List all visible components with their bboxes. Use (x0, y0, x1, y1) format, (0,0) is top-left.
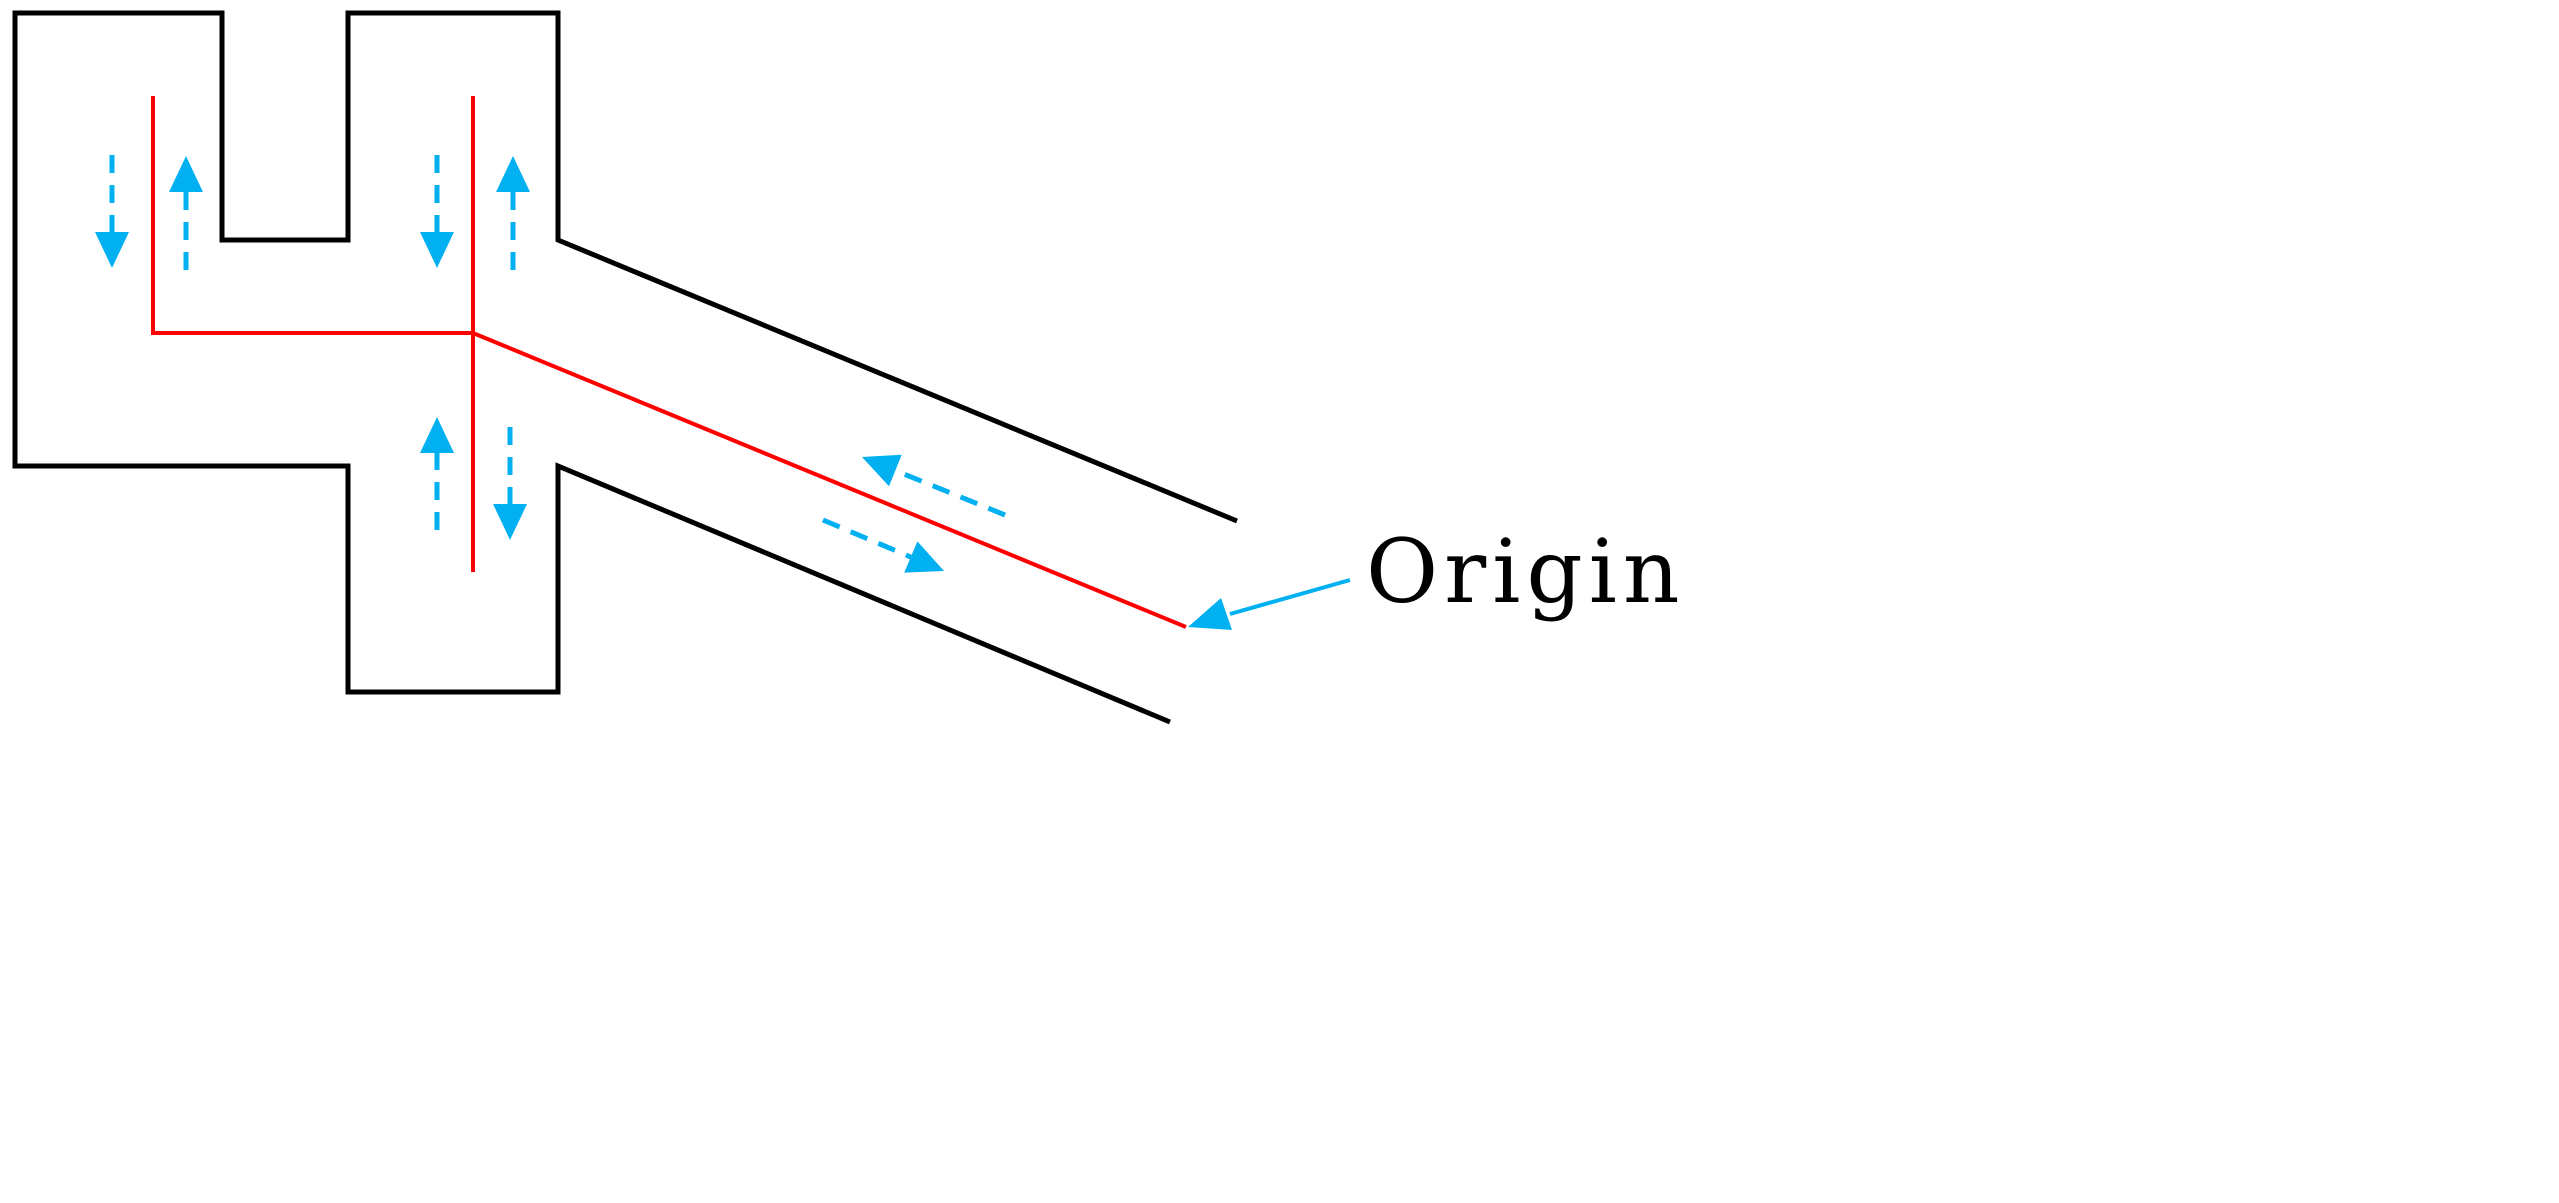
flow-arrow-left-up-head (169, 156, 203, 192)
origin-pointer-arrowhead (1188, 598, 1232, 630)
flow-arrow-mid-up-head (496, 156, 530, 192)
flow-arrow-diag-up (862, 454, 1006, 518)
origin-callout: Origin (1188, 520, 1686, 630)
flow-arrow-diag-up-head (862, 454, 902, 487)
flow-arrow-diag-down-head (904, 541, 944, 573)
flow-arrow-diag-up-shaft (894, 468, 1006, 518)
origin-pointer-arrow (1229, 578, 1351, 616)
flow-arrow-low-down (493, 427, 527, 540)
flow-arrow-left-down-head (95, 232, 129, 268)
flow-arrow-left-down (95, 155, 129, 268)
flow-arrow-low-down-head (493, 504, 527, 540)
flow-arrow-low-up-head (420, 417, 454, 453)
flow-arrow-diag-down (822, 517, 944, 573)
flow-arrow-diag-down-shaft (822, 517, 912, 560)
flow-arrows (95, 155, 1006, 573)
centerline-left-branch (151, 96, 473, 335)
flow-arrow-low-up (420, 417, 454, 530)
outer-wall (12, 10, 1238, 725)
flow-arrow-mid-up (496, 156, 530, 270)
flow-arrow-left-up (169, 156, 203, 270)
centerline-diagonal (472, 331, 1187, 629)
centerline-path (151, 96, 1187, 629)
flow-arrow-mid-down (420, 155, 454, 268)
pipe-walls (12, 10, 1238, 725)
origin-label: Origin (1366, 520, 1686, 623)
flow-arrow-mid-down-head (420, 232, 454, 268)
